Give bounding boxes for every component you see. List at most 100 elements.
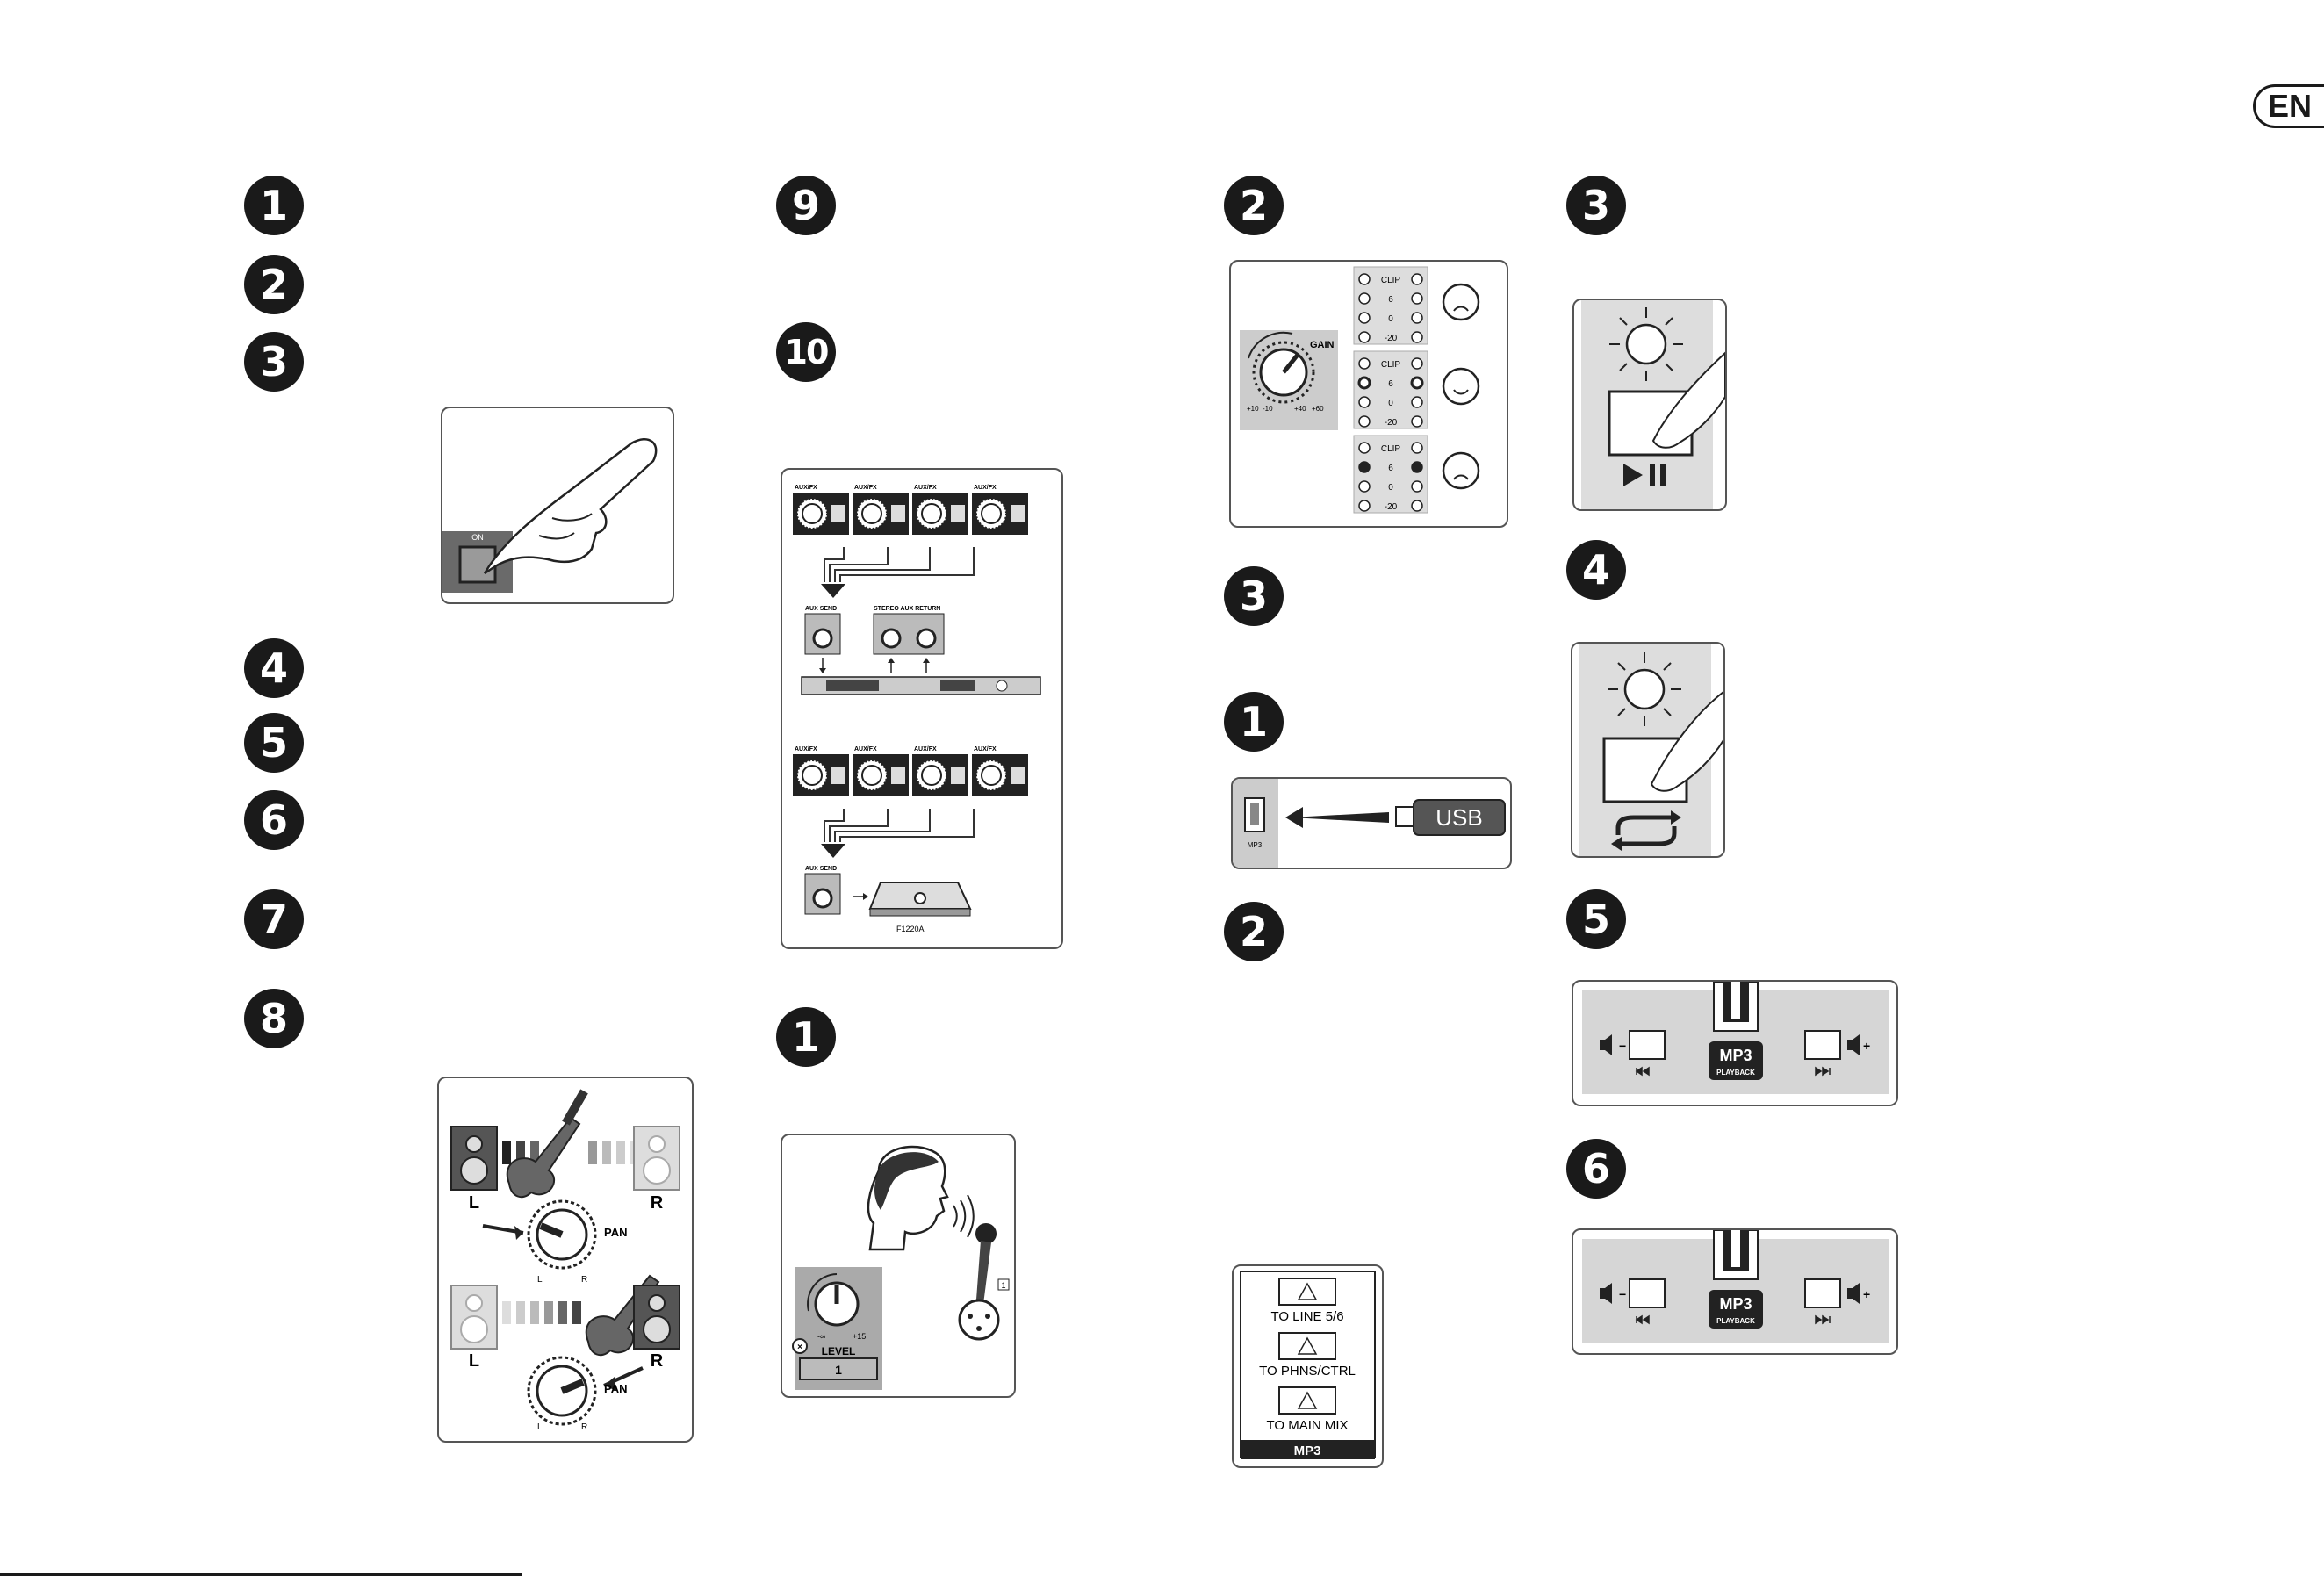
pan-knob-right (527, 1356, 644, 1426)
step-number: 3 (1566, 176, 1626, 235)
skip-forward-icon (1815, 1066, 1831, 1077)
step-number: 6 (1566, 1139, 1626, 1199)
meter-led (1411, 273, 1423, 285)
pan-knob-left (482, 1199, 597, 1270)
step-number: 8 (244, 989, 304, 1048)
volume-down-icon (1600, 1283, 1612, 1304)
meter-led (1357, 376, 1371, 390)
meter-led (1358, 415, 1371, 428)
meter-led (1411, 312, 1423, 324)
repeat-icon (1615, 815, 1677, 846)
svg-text:L: L (469, 1193, 479, 1213)
meter-led (1358, 292, 1371, 305)
thumbs-down-icon (1442, 283, 1480, 321)
svg-text:AUX SEND: AUX SEND (805, 866, 837, 872)
svg-text:+15: +15 (853, 1332, 866, 1341)
aux-fx-label: AUX/FX (854, 485, 877, 491)
svg-text:L: L (469, 1351, 479, 1371)
meter-led (1411, 442, 1423, 454)
routing-label: TO MAIN MIX (1266, 1418, 1348, 1433)
meter-label: CLIP (1381, 444, 1401, 454)
usb-illustration: MP3 USB (1231, 777, 1512, 869)
svg-text:×: × (797, 1343, 802, 1352)
routing-label: TO PHNS/CTRL (1259, 1364, 1356, 1379)
meter-label: 6 (1388, 295, 1393, 305)
svg-text:+: + (1863, 1287, 1870, 1301)
meter-label: 6 (1388, 464, 1393, 473)
step-number: 7 (244, 889, 304, 949)
previous-button (1629, 1278, 1666, 1308)
step-number: 9 (776, 176, 836, 235)
play-icon (1623, 464, 1643, 486)
power-switch-illustration: ON (441, 407, 674, 604)
speaker-left-inactive (450, 1285, 498, 1350)
meter-led (1358, 331, 1371, 343)
skip-back-icon (1635, 1314, 1650, 1325)
meter-led (1358, 500, 1371, 512)
aux-fx-label: AUX/FX (795, 485, 817, 491)
step-number: 4 (1566, 540, 1626, 600)
aux-fx-label: AUX/FX (795, 746, 817, 752)
svg-text:L: L (537, 1422, 543, 1432)
svg-text:PLAYBACK: PLAYBACK (1716, 1069, 1755, 1077)
svg-text:+60: +60 (1312, 405, 1324, 413)
svg-text:1: 1 (835, 1363, 842, 1377)
svg-text:LEVEL: LEVEL (822, 1345, 856, 1357)
speaker-right-inactive (633, 1126, 680, 1191)
meter-label: -20 (1385, 502, 1398, 512)
svg-text:PAN: PAN (604, 1226, 627, 1239)
previous-button (1629, 1030, 1666, 1060)
mic-level-illustration: 1 -∞ +15 × LEVEL 1 (781, 1134, 1016, 1398)
meter-led (1358, 396, 1371, 408)
speaker-right-active (633, 1285, 680, 1350)
meter-led (1358, 480, 1371, 493)
step-number: 2 (1224, 902, 1284, 961)
meter-led (1410, 376, 1424, 390)
aux-fx-label: AUX/FX (974, 746, 997, 752)
meter-label: 6 (1388, 379, 1393, 389)
svg-text:+40: +40 (1294, 405, 1306, 413)
thumbs-down-icon (1442, 451, 1480, 490)
meter-led (1411, 357, 1423, 370)
next-button (1804, 1030, 1841, 1060)
pan-illustration: L R PAN L R L R (437, 1077, 694, 1443)
routing-label: TO LINE 5/6 (1270, 1309, 1343, 1324)
svg-text:MP3: MP3 (1248, 841, 1263, 849)
step-number: 3 (1224, 566, 1284, 626)
meter-label: -20 (1385, 418, 1398, 428)
led-indicator (1623, 668, 1666, 710)
svg-text:-10: -10 (1263, 405, 1273, 413)
meter-label: CLIP (1381, 276, 1401, 285)
svg-text:−: − (1619, 1039, 1626, 1053)
meter-led (1411, 500, 1423, 512)
meter-led (1358, 442, 1371, 454)
step-number: 1 (1224, 692, 1284, 752)
meter-led (1358, 357, 1371, 370)
svg-text:R: R (581, 1275, 587, 1285)
step-number: 4 (244, 638, 304, 698)
svg-text:GAIN: GAIN (1310, 340, 1335, 350)
svg-text:−: − (1619, 1287, 1626, 1301)
svg-text:MP3: MP3 (1719, 1047, 1752, 1064)
meter-led (1411, 415, 1423, 428)
pause-icon (1650, 464, 1655, 486)
volume-up-icon (1847, 1034, 1860, 1055)
microphone-icon (975, 1223, 997, 1311)
play-pause-illustration (1572, 299, 1727, 511)
skip-forward-icon (1815, 1314, 1831, 1325)
svg-text:USB: USB (1435, 804, 1482, 831)
step-number: 5 (244, 713, 304, 773)
power-switch-label: ON (471, 533, 484, 542)
step-number: 1 (244, 176, 304, 235)
mp3-logo (1709, 1290, 1763, 1329)
svg-text:PLAYBACK: PLAYBACK (1716, 1317, 1755, 1325)
meter-led (1411, 396, 1423, 408)
singer-head-icon (867, 1145, 975, 1251)
meter-label: 0 (1388, 314, 1393, 324)
svg-text:AUX SEND: AUX SEND (805, 606, 837, 612)
svg-text:1: 1 (1001, 1281, 1005, 1290)
